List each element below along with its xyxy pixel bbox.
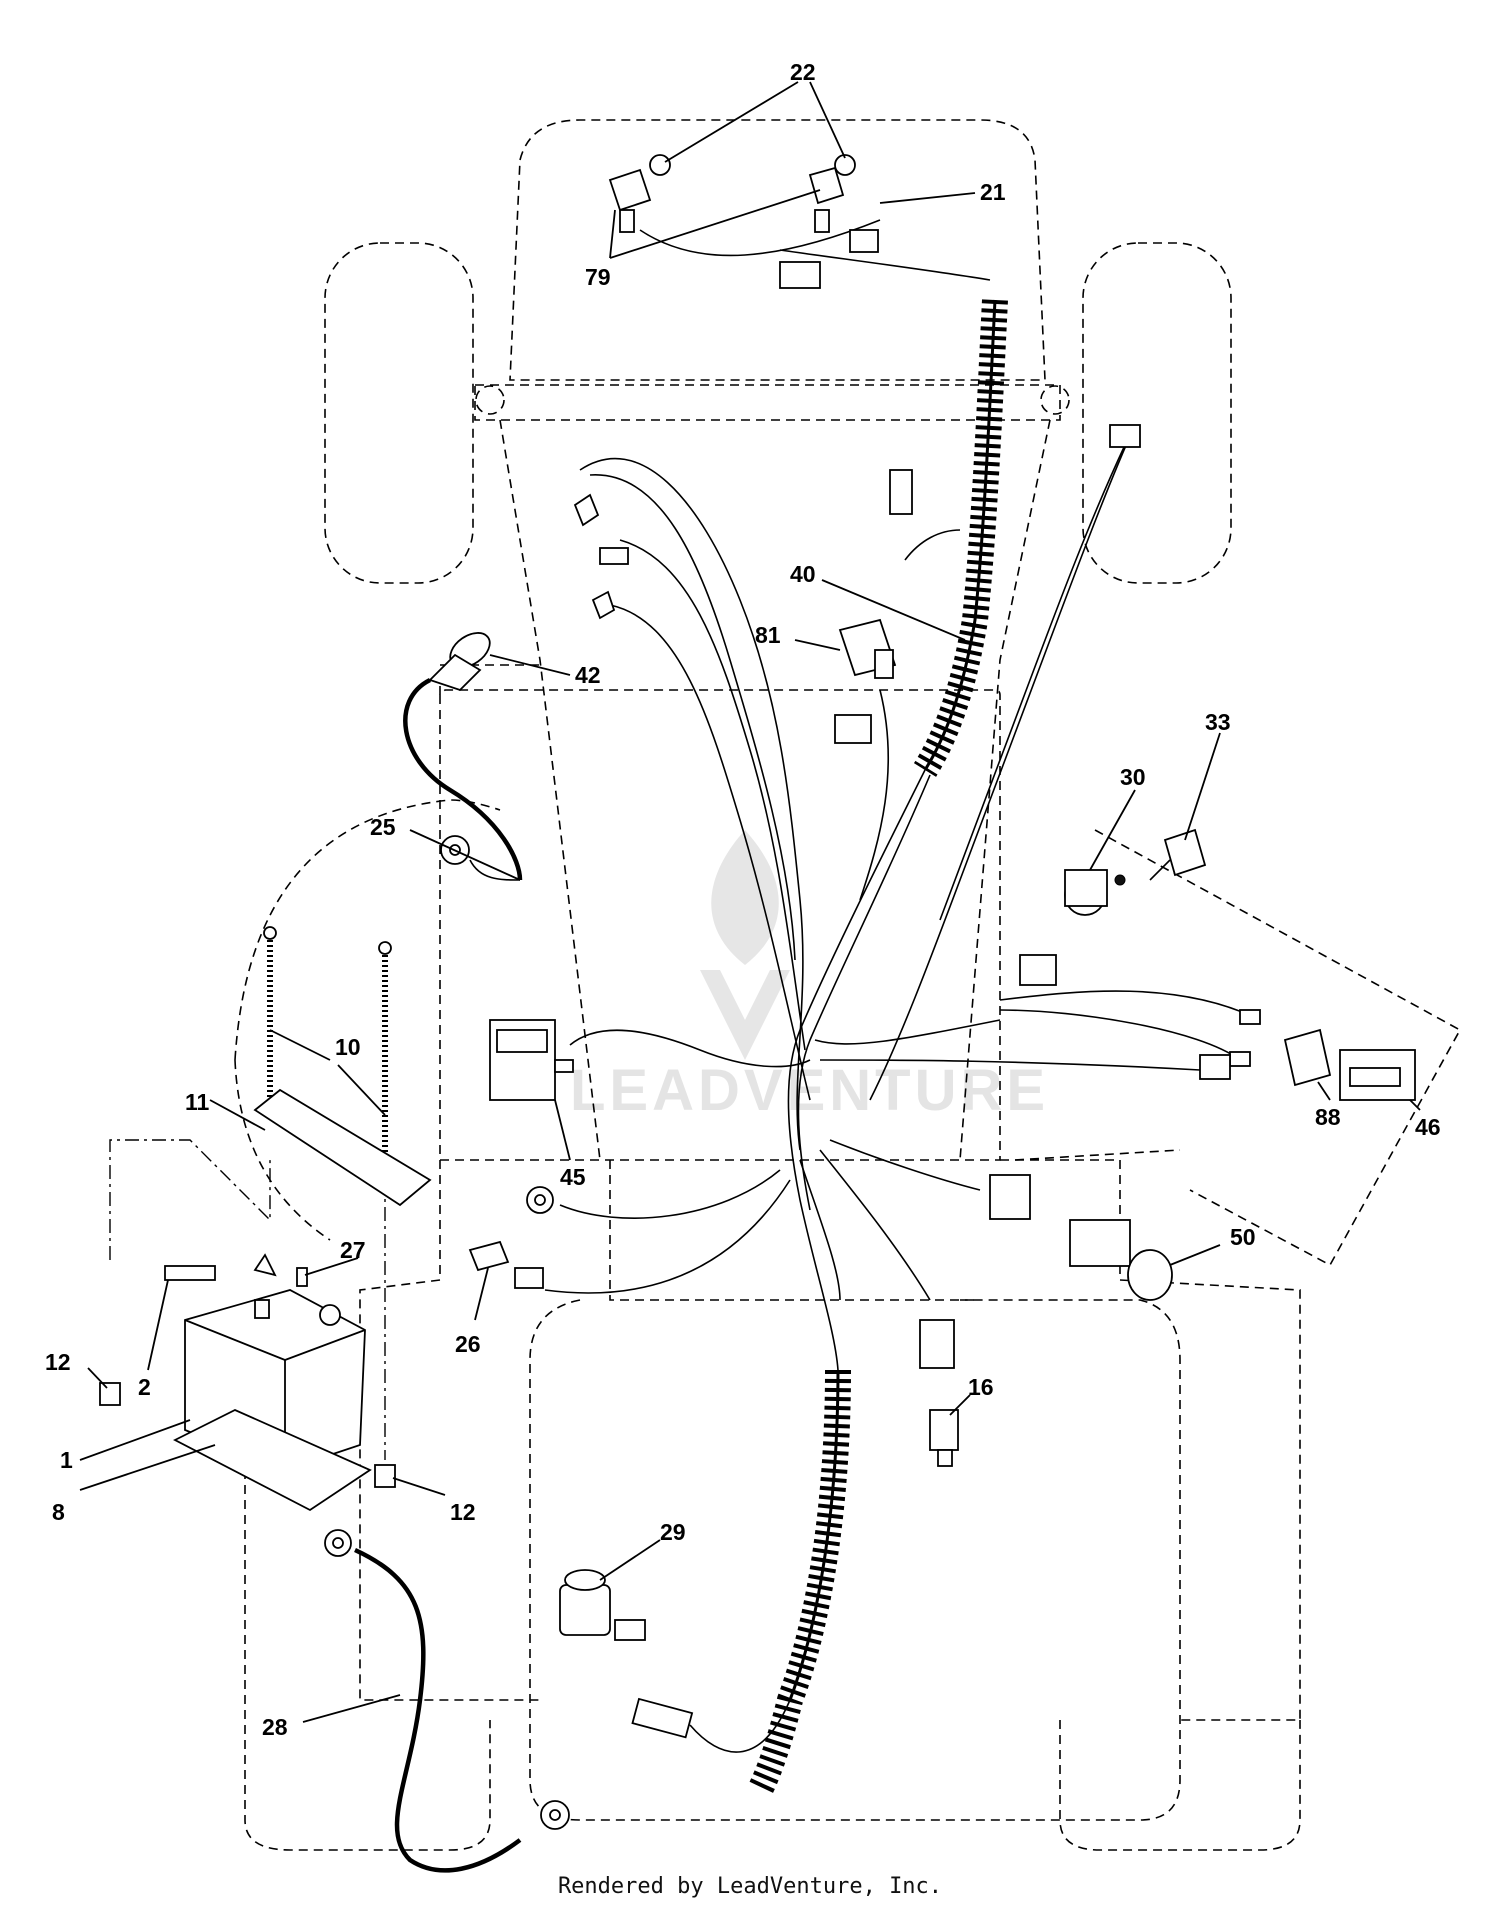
callout-26: 26 — [455, 1331, 481, 1357]
harness-connectors — [573, 424, 1261, 1369]
solenoid — [559, 1569, 791, 1753]
callout-28: 28 — [262, 1714, 288, 1740]
watermark-text: LEADVENTURE — [570, 1058, 1049, 1123]
callout-25: 25 — [370, 814, 396, 840]
callout-29: 29 — [660, 1519, 686, 1545]
callout-45: 45 — [560, 1164, 586, 1190]
seat-switch-connector — [929, 1409, 959, 1467]
callout-16: 16 — [968, 1374, 994, 1400]
battery-mount-line — [109, 1139, 271, 1260]
callout-40: 40 — [790, 561, 816, 587]
harness-wires — [544, 219, 1261, 1371]
callout-8: 8 — [52, 1499, 65, 1525]
callout-numbers: 22 21 79 40 81 42 33 30 25 10 11 45 88 4… — [45, 59, 1441, 1740]
harness-coil-upper — [913, 299, 1008, 777]
callout-50: 50 — [1230, 1224, 1256, 1250]
leadventure-watermark: LEADVENTURE — [570, 830, 1049, 1123]
callout-30: 30 — [1120, 764, 1146, 790]
callout-11: 11 — [185, 1089, 210, 1115]
headlight-assembly — [608, 154, 879, 289]
nut-clip-12a — [99, 1382, 121, 1406]
battery-cable-negative — [324, 1529, 570, 1873]
callout-12-left: 12 — [45, 1349, 71, 1375]
callout-81: 81 — [755, 622, 781, 648]
battery-hold-down — [253, 926, 432, 1207]
callout-79: 79 — [585, 264, 611, 290]
callout-21: 21 — [980, 179, 1006, 205]
callout-42: 42 — [575, 662, 601, 688]
pto-switch — [1069, 1219, 1173, 1301]
meter-46 — [1339, 1049, 1416, 1101]
callout-1: 1 — [60, 1447, 73, 1473]
callout-33: 33 — [1205, 709, 1231, 735]
ignition-key — [1149, 828, 1207, 881]
nut-clip-12b — [374, 1464, 396, 1488]
hour-meter — [489, 1019, 574, 1101]
callout-27: 27 — [340, 1237, 366, 1263]
callout-46: 46 — [1415, 1114, 1441, 1140]
battery-tray — [173, 1409, 372, 1512]
ground-ring-terminal — [526, 1186, 554, 1214]
fuse-holder — [468, 1240, 544, 1289]
harness-coil-lower — [748, 1369, 851, 1796]
bracket-88 — [1283, 1028, 1332, 1087]
callout-22: 22 — [790, 59, 816, 85]
footer-credit: Rendered by LeadVenture, Inc. — [557, 1874, 943, 1899]
tractor-outline — [234, 119, 1462, 1851]
relay-part — [838, 618, 897, 679]
ignition-switch — [1064, 869, 1126, 916]
battery-bolt — [164, 1253, 308, 1287]
callout-12-right: 12 — [450, 1499, 476, 1525]
leader-lines — [79, 81, 1421, 1723]
callout-2: 2 — [138, 1374, 151, 1400]
battery-cable-positive — [403, 632, 523, 881]
callout-10: 10 — [335, 1034, 361, 1060]
callout-88: 88 — [1315, 1104, 1341, 1130]
